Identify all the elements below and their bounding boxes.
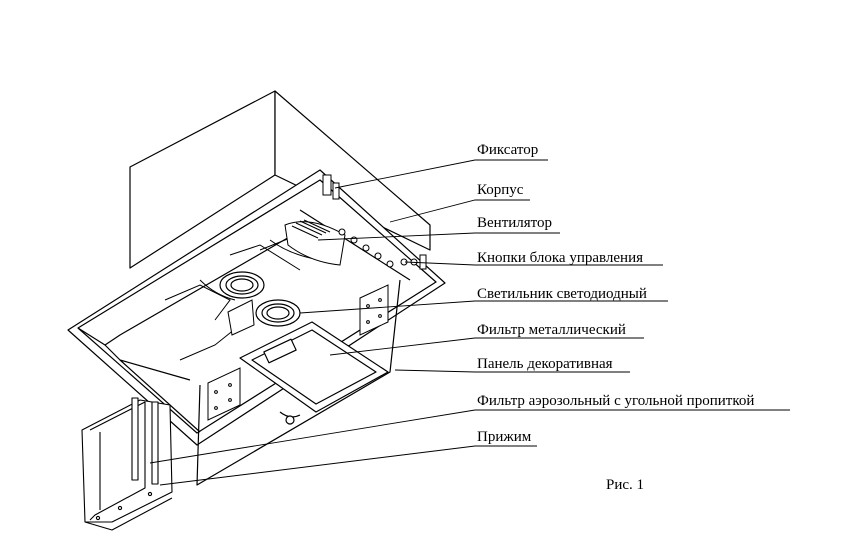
label-filtr-metal: Фильтр металлический xyxy=(477,322,626,338)
leader-korpus xyxy=(389,199,530,223)
leader-svetilnik xyxy=(299,300,668,314)
label-knopki: Кнопки блока управления xyxy=(477,250,643,266)
led-lights xyxy=(219,271,301,327)
upper-box xyxy=(129,90,431,269)
label-ventilyator: Вентилятор xyxy=(477,215,552,231)
label-svetilnik: Светильник светодиодный xyxy=(477,286,647,302)
label-prizhim: Прижим xyxy=(477,429,532,445)
label-panel: Панель декоративная xyxy=(477,356,613,372)
latch xyxy=(322,174,427,270)
leader-panel xyxy=(394,369,630,373)
label-korpus: Корпус xyxy=(477,182,524,198)
decorative-panel xyxy=(196,279,401,486)
leader-fiksator xyxy=(334,159,548,189)
fan xyxy=(284,219,346,266)
leader-filtr-metal xyxy=(329,337,644,356)
leader-ventilyator xyxy=(317,232,560,241)
label-fiksator: Фиксатор xyxy=(477,142,538,158)
label-filtr-aero: Фильтр аэрозольный с угольной пропиткой xyxy=(477,393,754,409)
carbon-filter xyxy=(81,397,173,531)
leader-filtr-aero xyxy=(149,409,790,464)
metal-filter xyxy=(239,321,389,425)
figure-caption: Рис. 1 xyxy=(606,477,644,493)
leader-lines xyxy=(149,159,790,486)
leader-knopki xyxy=(404,261,663,266)
leader-prizhim xyxy=(159,445,537,486)
brackets xyxy=(207,284,389,421)
